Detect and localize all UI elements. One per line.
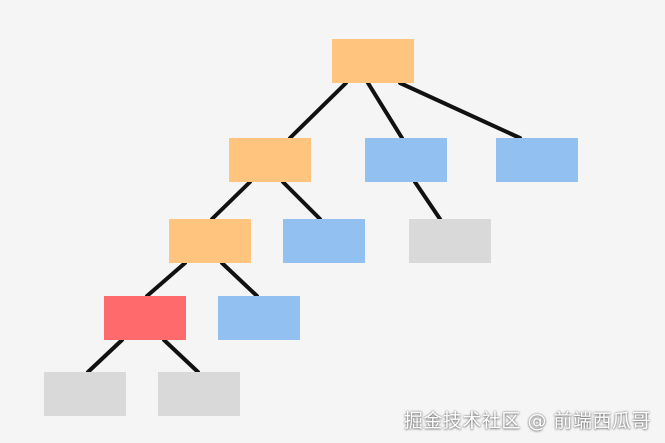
node-l1-b bbox=[365, 138, 447, 182]
node-root bbox=[332, 39, 414, 83]
node-l2-c bbox=[409, 219, 491, 263]
watermark-text: 掘金技术社区 @ 前端西瓜哥 bbox=[403, 410, 651, 432]
edge-root-l1-c bbox=[398, 81, 522, 140]
tree-edges bbox=[86, 81, 522, 374]
node-l1-a bbox=[229, 138, 311, 182]
edge-l2-a-l3-b bbox=[220, 261, 259, 298]
node-l3-b bbox=[218, 296, 300, 340]
node-l4-a bbox=[44, 372, 126, 416]
edge-l2-a-l3-a bbox=[145, 261, 187, 298]
node-l2-b bbox=[283, 219, 365, 263]
node-l2-a bbox=[169, 219, 251, 263]
node-l4-b bbox=[158, 372, 240, 416]
node-l3-a bbox=[104, 296, 186, 340]
tree-nodes bbox=[44, 39, 578, 416]
edge-l3-a-l4-b bbox=[162, 338, 200, 374]
edge-l1-b-l2-c bbox=[413, 180, 442, 221]
node-l1-c bbox=[496, 138, 578, 182]
edge-root-l1-a bbox=[288, 81, 348, 140]
edge-l1-a-l2-a bbox=[210, 180, 252, 221]
edge-l1-a-l2-b bbox=[281, 180, 322, 221]
edge-root-l1-b bbox=[366, 81, 404, 140]
edge-l3-a-l4-a bbox=[86, 338, 124, 374]
